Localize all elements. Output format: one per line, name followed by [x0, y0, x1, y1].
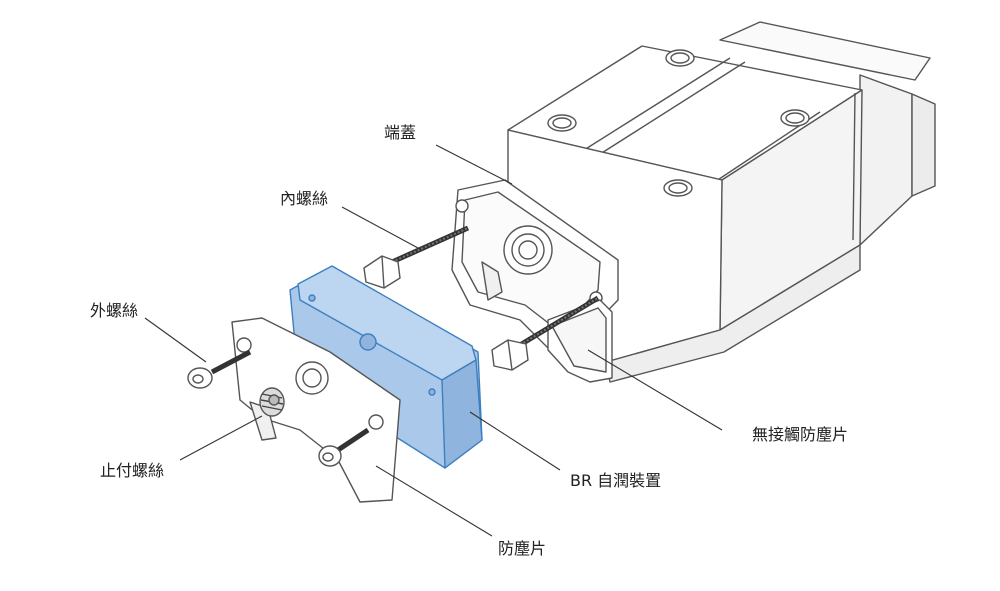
label-end-cap: 端蓋 [384, 123, 417, 142]
label-outer-screw: 外螺絲 [90, 301, 139, 320]
inner-screw-lower [491, 295, 600, 371]
label-br-lubricator: BR 自潤裝置 [570, 471, 662, 490]
label-seal: 防塵片 [498, 539, 547, 558]
label-inner-screw: 內螺絲 [280, 189, 329, 208]
leader-lines [144, 144, 723, 537]
outer-screw [187, 349, 252, 389]
seal-plate [231, 317, 401, 503]
br-lubricator [289, 265, 483, 469]
outer-screw-2 [318, 427, 370, 467]
inner-screw-upper [363, 225, 470, 289]
label-set-screw: 止付螺絲 [100, 461, 165, 480]
label-non-contact-seal: 無接觸防塵片 [752, 425, 849, 444]
set-screw [259, 387, 285, 417]
